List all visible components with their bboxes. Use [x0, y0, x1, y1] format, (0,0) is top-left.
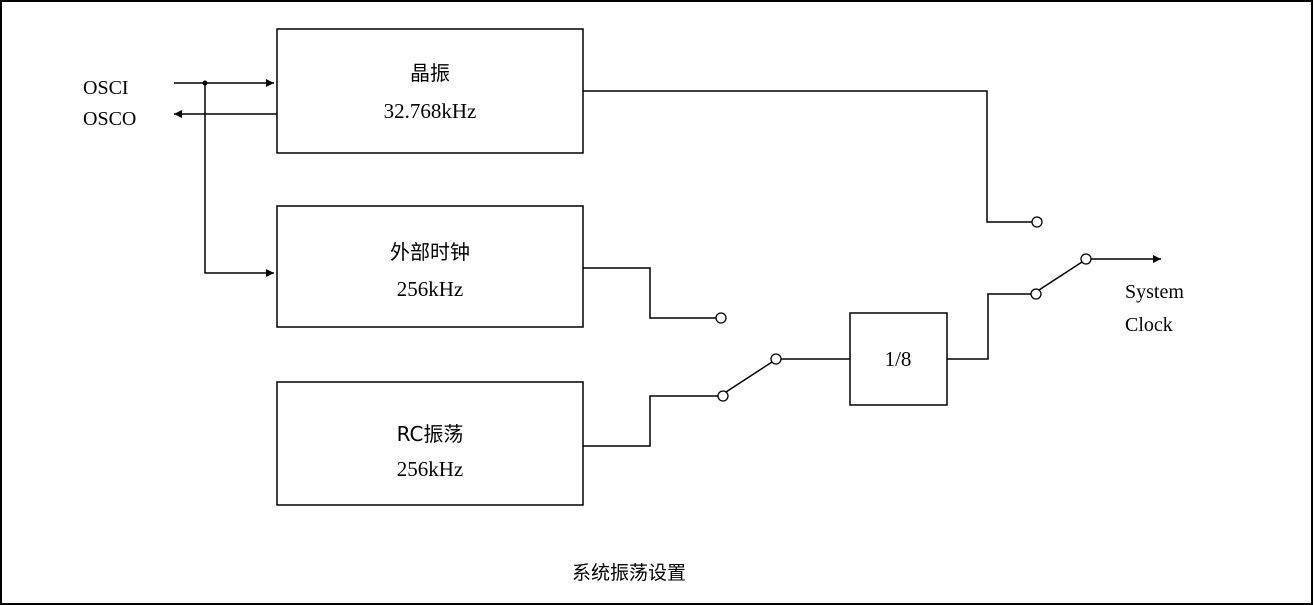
external-clock-terminal — [715, 312, 727, 324]
rc-output-wire — [583, 395, 718, 447]
system-clock-label-line2: Clock — [1125, 314, 1173, 336]
rc-oscillator-block — [276, 381, 584, 506]
switch-2-blade — [1038, 261, 1083, 291]
divider-block — [849, 312, 948, 406]
osci-label: OSCI — [83, 77, 129, 99]
rc-oscillator-freq: 256kHz — [397, 457, 464, 481]
divider-terminal — [1030, 288, 1042, 300]
switch-2-terminal — [1080, 253, 1092, 265]
crystal-name: 晶振 — [410, 61, 450, 85]
external-clock-block — [276, 205, 584, 328]
crystal-terminal — [1031, 216, 1043, 228]
switch-1-blade — [725, 361, 773, 393]
crystal-block — [276, 28, 584, 154]
switch-1-terminal — [770, 353, 782, 365]
external-clock-name: 外部时钟 — [390, 240, 470, 264]
osco-label: OSCO — [83, 108, 136, 130]
crystal-freq: 32.768kHz — [384, 99, 477, 123]
external-clock-input-wire — [204, 83, 274, 277]
external-clock-freq: 256kHz — [397, 277, 464, 301]
diagram-caption: 系统振荡设置 — [572, 562, 686, 584]
external-clock-output-wire — [583, 267, 716, 319]
rc-oscillator-name: RC振荡 — [397, 422, 464, 446]
crystal-output-wire — [583, 90, 1032, 223]
rc-terminal — [717, 390, 729, 402]
system-clock-label-line1: System — [1125, 281, 1184, 303]
divider-output-wire — [947, 293, 1031, 360]
divider-label: 1/8 — [885, 347, 912, 371]
